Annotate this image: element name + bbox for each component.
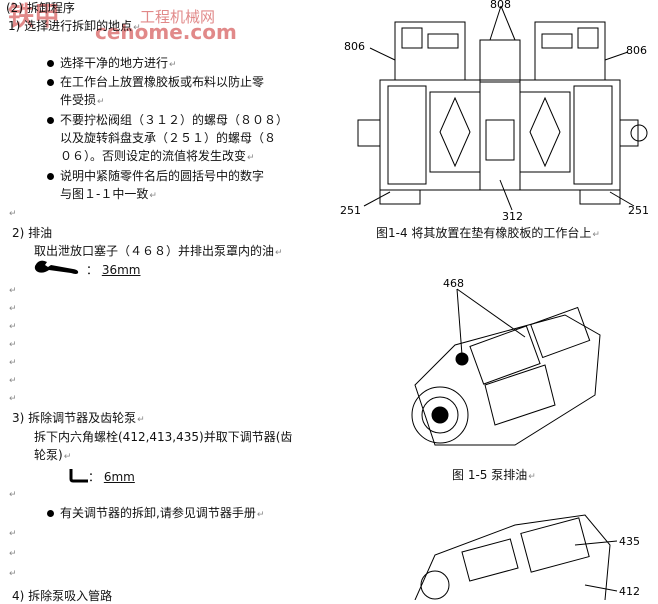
- callout-312: 312: [502, 210, 523, 222]
- bullet-dot: [47, 79, 54, 86]
- step-2-title: 2) 排油: [12, 226, 53, 240]
- bullet-text: 以及旋转斜盘支承（２５１）的螺母（８: [60, 131, 277, 145]
- paragraph-mark: ↵: [9, 322, 17, 332]
- paragraph-mark: ↵: [9, 569, 17, 579]
- wrench-size: ： 36mm: [86, 263, 141, 277]
- paragraph-mark: ↵: [9, 394, 17, 404]
- callout-806-right: 806: [626, 44, 647, 57]
- allen-key-icon: [68, 467, 90, 483]
- step-3-text: 轮泵)↵: [34, 448, 72, 462]
- bullet-text: 不要拧松阀组（３１２）的螺母（８０８）: [60, 113, 289, 127]
- bullet-text: 件受损↵: [60, 93, 105, 107]
- bullet-text: 与图１-１中一致↵: [60, 187, 157, 201]
- allen-key-size: ： 6mm: [88, 470, 135, 484]
- callout-251-left: 251: [340, 204, 361, 217]
- wrench-icon: [33, 258, 81, 276]
- step-4-title: 4) 拆除泵吸入管路: [12, 589, 113, 603]
- bullet-dot: [47, 173, 54, 180]
- callout-808: 808: [490, 0, 511, 11]
- watermark-logo: 铁甲: [8, 2, 61, 32]
- callout-806-left: 806: [344, 40, 365, 53]
- step-3-title: 3) 拆除调节器及齿轮泵↵: [12, 411, 145, 425]
- paragraph-mark: ↵: [9, 286, 17, 296]
- bullet-dot: [47, 510, 54, 517]
- step-3-text: 拆下内六角螺栓(412,413,435)并取下调节器(齿: [34, 430, 293, 444]
- step-2-text: 取出泄放口塞子（４６８）并排出泵罩内的油↵: [34, 244, 283, 258]
- bullet-dot: [47, 117, 54, 124]
- paragraph-mark: ↵: [9, 549, 17, 559]
- bullet-text: ０６）。否则设定的流值将发生改变↵: [60, 149, 255, 163]
- paragraph-mark: ↵: [9, 340, 17, 350]
- paragraph-mark: ↵: [9, 304, 17, 314]
- watermark-site-name: 工程机械网: [140, 8, 216, 26]
- figure-1-4-caption: 图1-4 将其放置在垫有橡胶板的工作台上↵: [376, 226, 600, 240]
- watermark-url: cehome.com: [95, 20, 237, 44]
- paragraph-mark: ↵: [9, 376, 17, 386]
- bullet-text: 选择干净的地方进行↵: [60, 56, 177, 70]
- figure-1-5-pump-drawing: 468: [395, 275, 615, 465]
- paragraph-mark: ↵: [9, 490, 17, 500]
- figure-1-5-caption: 图 1-5 泵排油↵: [452, 468, 536, 482]
- section-header: (2) 拆卸程序: [6, 1, 75, 15]
- bullet-text: 有关调节器的拆卸,请参见调节器手册↵: [60, 506, 265, 520]
- callout-412: 412: [619, 585, 640, 598]
- callout-468: 468: [443, 277, 464, 290]
- callout-251-right: 251: [628, 204, 649, 217]
- paragraph-mark: ↵: [9, 529, 17, 539]
- paragraph-mark: ↵: [9, 358, 17, 368]
- step-1-title: 1) 选择进行拆卸的地点↵: [8, 19, 141, 33]
- figure-1-6-pump-drawing: 435 412: [395, 505, 658, 601]
- figure-1-4-pump-drawing: 808 806 806 251 312 251: [340, 0, 658, 223]
- bullet-text: 在工作台上放置橡胶板或布料以防止零: [60, 75, 265, 89]
- bullet-text: 说明中紧随零件名后的圆括号中的数字: [60, 169, 265, 183]
- callout-435: 435: [619, 535, 640, 548]
- bullet-dot: [47, 60, 54, 67]
- paragraph-mark: ↵: [9, 209, 17, 219]
